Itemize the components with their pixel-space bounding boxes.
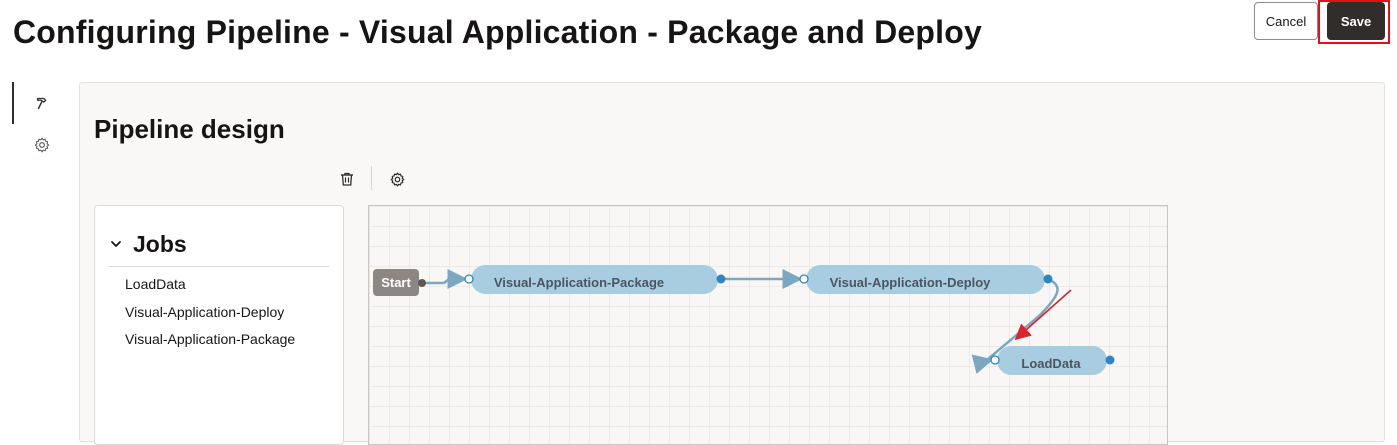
jobs-header[interactable]: Jobs [109, 230, 187, 258]
jobs-list: LoadData Visual-Application-Deploy Visua… [125, 274, 295, 357]
rail-item-settings[interactable] [12, 124, 72, 166]
side-rail [0, 82, 78, 435]
jobs-title: Jobs [133, 230, 187, 257]
gear-icon [34, 137, 50, 153]
page-title: Configuring Pipeline - Visual Applicatio… [13, 14, 982, 50]
job-item[interactable]: Visual-Application-Package [125, 331, 296, 347]
node-label: Visual-Application-Deploy [830, 275, 992, 290]
pipeline-node[interactable]: Visual-Application-Package [464, 265, 726, 294]
chevron-down-icon [111, 241, 121, 247]
pipeline-node[interactable]: LoadData [990, 346, 1115, 375]
node-label: LoadData [1021, 356, 1081, 371]
pipeline-settings-button[interactable] [386, 168, 408, 190]
rail-item-design[interactable] [12, 82, 72, 124]
annotation-arrow [1014, 289, 1072, 341]
pipeline-node[interactable]: Visual-Application-Deploy [799, 265, 1053, 294]
job-item[interactable]: Visual-Application-Deploy [125, 303, 285, 320]
section-title: Pipeline design [94, 114, 285, 144]
jobs-divider [109, 266, 329, 267]
trash-icon [341, 172, 353, 186]
start-label: Start [381, 275, 411, 290]
jobs-panel: Jobs LoadData Visual-Application-Deploy … [94, 205, 344, 445]
save-button[interactable]: Save [1327, 2, 1385, 40]
delete-button[interactable] [336, 168, 358, 190]
connector-start-to-package [422, 269, 468, 289]
cancel-button[interactable]: Cancel [1254, 2, 1318, 40]
save-button-highlight [1318, 0, 1390, 44]
job-item[interactable]: LoadData [125, 276, 186, 292]
start-node[interactable]: Start [373, 269, 426, 296]
pipeline-graph: Start Visual-Application-Package Visual-… [373, 265, 1115, 375]
hammer-icon [36, 97, 47, 110]
gear-icon [390, 172, 404, 186]
node-label: Visual-Application-Package [494, 275, 664, 290]
pipeline-canvas[interactable]: Start Visual-Application-Package Visual-… [368, 205, 1168, 445]
toolbar-separator [371, 166, 372, 190]
